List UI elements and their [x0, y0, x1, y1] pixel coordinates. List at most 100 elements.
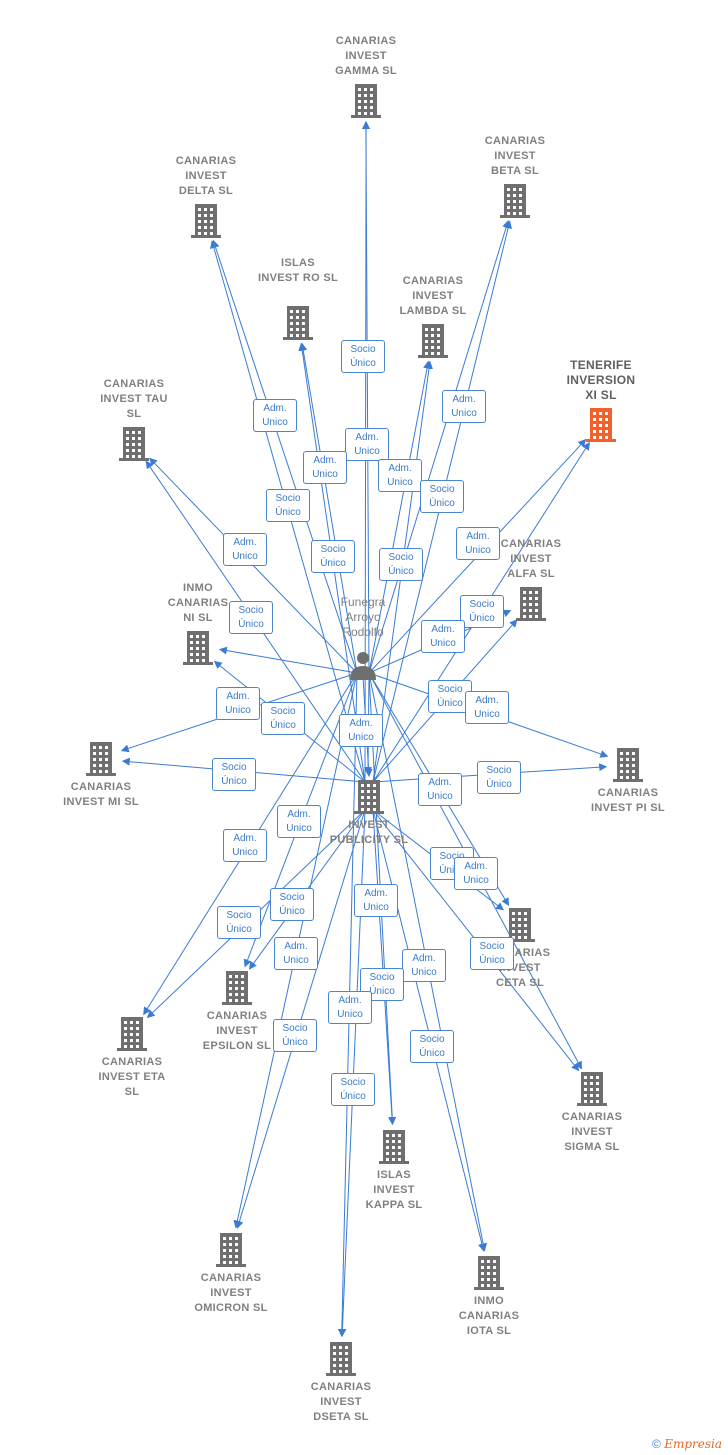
relation-adm-unico[interactable]: Adm. Unico	[223, 829, 267, 862]
company-node-alfa[interactable]: CANARIAS INVEST ALFA SL	[466, 537, 596, 582]
building-icon[interactable]	[281, 304, 315, 340]
company-node-kappa[interactable]: ISLAS INVEST KAPPA SL	[329, 1168, 459, 1213]
relation-socio-unico[interactable]: Socio Único	[229, 601, 273, 634]
relation-socio-unico[interactable]: Socio Único	[420, 480, 464, 513]
company-label[interactable]: CANARIAS INVEST BETA SL	[484, 135, 546, 177]
company-label[interactable]: CANARIAS INVEST SIGMA SL	[561, 1111, 623, 1153]
company-label[interactable]: CANARIAS INVEST LAMBDA SL	[399, 275, 467, 317]
relation-socio-unico[interactable]: Socio Único	[477, 761, 521, 794]
company-label[interactable]: CANARIAS INVEST ETA SL	[98, 1056, 166, 1098]
building-icon[interactable]	[84, 740, 118, 776]
relation-adm-unico[interactable]: Adm. Unico	[303, 451, 347, 484]
company-label[interactable]: CANARIAS INVEST GAMMA SL	[335, 35, 397, 77]
relation-adm-unico[interactable]: Adm. Unico	[277, 805, 321, 838]
relation-adm-unico[interactable]: Adm. Unico	[339, 714, 383, 747]
relation-socio-unico[interactable]: Socio Único	[470, 937, 514, 970]
relation-adm-unico[interactable]: Adm. Unico	[442, 390, 486, 423]
company-node-omicron[interactable]: CANARIAS INVEST OMICRON SL	[166, 1271, 296, 1316]
building-icon[interactable]	[611, 746, 645, 782]
relation-socio-unico[interactable]: Socio Único	[428, 680, 472, 713]
company-label[interactable]: CANARIAS INVEST TAU SL	[100, 378, 168, 420]
company-label[interactable]: INMO CANARIAS IOTA SL	[458, 1295, 520, 1337]
building-icon[interactable]	[514, 585, 548, 621]
relation-adm-unico[interactable]: Adm. Unico	[402, 949, 446, 982]
company-node-delta[interactable]: CANARIAS INVEST DELTA SL	[141, 154, 271, 199]
person-node[interactable]: Funegra Arroyo Rodolfo	[313, 595, 413, 640]
company-node-tau[interactable]: CANARIAS INVEST TAU SL	[69, 377, 199, 422]
company-label[interactable]: CANARIAS INVEST OMICRON SL	[194, 1272, 268, 1314]
relation-edge	[218, 646, 358, 674]
relation-socio-unico[interactable]: Socio Único	[311, 540, 355, 573]
company-node-epsilon[interactable]: CANARIAS INVEST EPSILON SL	[172, 1009, 302, 1054]
company-label[interactable]: CANARIAS INVEST DSETA SL	[310, 1381, 372, 1423]
company-node-sigma[interactable]: CANARIAS INVEST SIGMA SL	[527, 1110, 657, 1155]
relation-socio-unico[interactable]: Socio Único	[266, 489, 310, 522]
company-label[interactable]: CANARIAS INVEST DELTA SL	[175, 155, 237, 197]
company-node-inmoni[interactable]: INMO CANARIAS NI SL	[133, 581, 263, 626]
company-label[interactable]: ISLAS INVEST RO SL	[258, 257, 338, 284]
relation-adm-unico[interactable]: Adm. Unico	[216, 687, 260, 720]
building-icon[interactable]	[503, 906, 537, 942]
relation-adm-unico[interactable]: Adm. Unico	[465, 691, 509, 724]
person-icon[interactable]	[348, 650, 378, 685]
company-label[interactable]: CANARIAS INVEST EPSILON SL	[202, 1010, 272, 1052]
building-icon[interactable]	[189, 202, 223, 238]
building-icon[interactable]	[352, 778, 386, 814]
company-node-publicity[interactable]: INVEST PUBLICITY SL	[304, 818, 434, 848]
company-label[interactable]: INMO CANARIAS NI SL	[167, 582, 229, 624]
relation-socio-unico[interactable]: Socio Único	[331, 1073, 375, 1106]
relation-adm-unico[interactable]: Adm. Unico	[456, 527, 500, 560]
company-node-eta[interactable]: CANARIAS INVEST ETA SL	[67, 1055, 197, 1100]
company-node-pi[interactable]: CANARIAS INVEST PI SL	[563, 786, 693, 816]
building-icon[interactable]	[220, 969, 254, 1005]
relation-adm-unico[interactable]: Adm. Unico	[378, 459, 422, 492]
company-node-ro[interactable]: ISLAS INVEST RO SL	[233, 256, 363, 286]
relation-socio-unico[interactable]: Socio Único	[410, 1030, 454, 1063]
company-label[interactable]: ISLAS INVEST KAPPA SL	[365, 1169, 423, 1211]
relation-adm-unico[interactable]: Adm. Unico	[345, 428, 389, 461]
company-node-iota[interactable]: INMO CANARIAS IOTA SL	[424, 1294, 554, 1339]
building-icon[interactable]	[324, 1340, 358, 1376]
building-icon[interactable]	[575, 1070, 609, 1106]
company-node-mi[interactable]: CANARIAS INVEST MI SL	[36, 780, 166, 810]
building-icon[interactable]	[117, 425, 151, 461]
company-node-lambda[interactable]: CANARIAS INVEST LAMBDA SL	[368, 274, 498, 319]
company-label[interactable]: CANARIAS INVEST ALFA SL	[500, 538, 562, 580]
person-label[interactable]: Funegra Arroyo Rodolfo	[340, 595, 386, 639]
relation-adm-unico[interactable]: Adm. Unico	[328, 991, 372, 1024]
relation-adm-unico[interactable]: Adm. Unico	[354, 884, 398, 917]
relation-adm-unico[interactable]: Adm. Unico	[418, 773, 462, 806]
company-node-gamma[interactable]: CANARIAS INVEST GAMMA SL	[301, 34, 431, 79]
relation-socio-unico[interactable]: Socio Único	[261, 702, 305, 735]
building-icon[interactable]	[498, 182, 532, 218]
building-icon[interactable]	[584, 406, 618, 442]
relation-adm-unico[interactable]: Adm. Unico	[223, 533, 267, 566]
building-icon[interactable]	[416, 322, 450, 358]
company-label[interactable]: CANARIAS INVEST MI SL	[63, 781, 139, 808]
company-node-beta[interactable]: CANARIAS INVEST BETA SL	[450, 134, 580, 179]
relation-adm-unico[interactable]: Adm. Unico	[454, 857, 498, 890]
building-icon[interactable]	[181, 629, 215, 665]
relation-socio-unico[interactable]: Socio Único	[379, 548, 423, 581]
building-icon[interactable]	[115, 1015, 149, 1051]
company-label[interactable]: TENERIFE INVERSION XI SL	[566, 358, 636, 402]
building-icon[interactable]	[349, 82, 383, 118]
copyright-icon: ©	[652, 1437, 661, 1451]
relation-socio-unico[interactable]: Socio Único	[270, 888, 314, 921]
relation-socio-unico[interactable]: Socio Único	[460, 595, 504, 628]
relation-adm-unico[interactable]: Adm. Unico	[274, 937, 318, 970]
building-icon[interactable]	[377, 1128, 411, 1164]
company-node-dseta[interactable]: CANARIAS INVEST DSETA SL	[276, 1380, 406, 1425]
relation-adm-unico[interactable]: Adm. Unico	[253, 399, 297, 432]
relation-socio-unico[interactable]: Socio Único	[217, 906, 261, 939]
relation-socio-unico[interactable]: Socio Único	[341, 340, 385, 373]
company-label[interactable]: INVEST PUBLICITY SL	[329, 819, 409, 846]
relation-socio-unico[interactable]: Socio Único	[273, 1019, 317, 1052]
building-icon[interactable]	[214, 1231, 248, 1267]
company-node-tenerife[interactable]: TENERIFE INVERSION XI SL	[536, 358, 666, 403]
relation-socio-unico[interactable]: Socio Único	[212, 758, 256, 791]
company-label[interactable]: CANARIAS INVEST PI SL	[591, 787, 665, 814]
relation-adm-unico[interactable]: Adm. Unico	[421, 620, 465, 653]
building-icon[interactable]	[472, 1254, 506, 1290]
